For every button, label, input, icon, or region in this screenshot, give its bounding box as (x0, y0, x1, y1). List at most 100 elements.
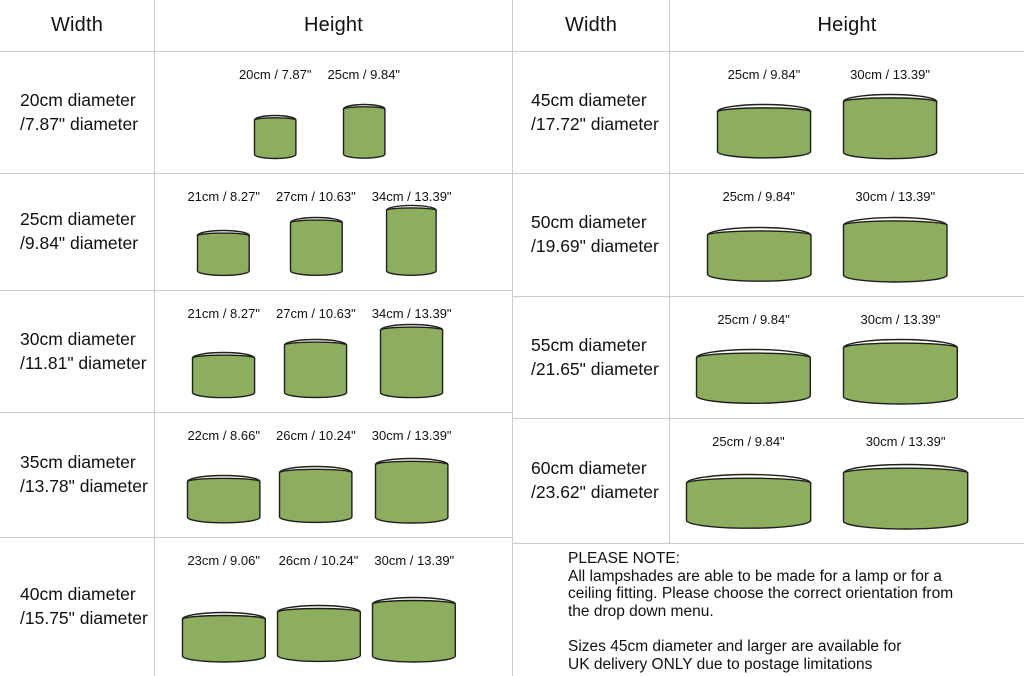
lampshade-cylinder (842, 93, 938, 159)
height-cell: 25cm / 9.84" 30cm / 13.39" (670, 52, 1024, 173)
shade-height-label: 21cm / 8.27" (187, 189, 260, 204)
height-cell: 22cm / 8.66"26cm / 10.24"30cm / 13.39" (155, 413, 512, 537)
table-header: Width Height (513, 0, 1024, 52)
size-table-right: Width Height 45cm diameter/17.72" diamet… (513, 0, 1024, 676)
lampshade-cylinder (374, 457, 449, 524)
width-label-cell: 30cm diameter/11.81" diameter (0, 291, 155, 412)
width-label-line: 30cm diameter (20, 328, 136, 349)
lampshade-item: 27cm / 10.63" (272, 189, 360, 277)
size-row: 60cm diameter/23.62" diameter 25cm / 9.84… (513, 419, 1024, 544)
shade-height-label: 26cm / 10.24" (278, 553, 359, 568)
lampshade-item: 30cm / 13.39" (842, 434, 969, 530)
lampshade-cylinder (289, 216, 343, 276)
width-label-line: /21.65" diameter (531, 358, 659, 379)
note-line: the drop down menu. (568, 602, 714, 620)
width-label-line: 50cm diameter (531, 212, 647, 233)
size-rows: 20cm diameter/7.87" diameter 20cm / 7.87"… (0, 52, 512, 676)
shade-height-label: 25cm / 9.84" (722, 189, 796, 204)
lampshade-cylinder (276, 604, 361, 663)
lampshade-cylinder (197, 229, 251, 276)
width-label-line: 60cm diameter (531, 458, 647, 479)
note-line: UK delivery ONLY due to postage limitati… (568, 655, 873, 673)
lampshade-item: 25cm / 9.84" (695, 312, 812, 405)
lampshade-cylinder (706, 227, 812, 283)
lampshade-item: 26cm / 10.24" (272, 428, 360, 524)
lampshade-cylinder (716, 104, 812, 159)
width-label-line: /11.81" diameter (20, 352, 147, 373)
lampshade-cylinder (842, 216, 948, 283)
width-label-cell: 25cm diameter/9.84" diameter (0, 174, 155, 290)
width-label-line: 40cm diameter (20, 584, 136, 605)
lampshade-item: 30cm / 13.39" (842, 189, 949, 283)
size-row: 45cm diameter/17.72" diameter 25cm / 9.84… (513, 52, 1024, 174)
width-column-header: Width (513, 0, 670, 51)
height-cell: 23cm / 9.06" 26cm / 10.24" 30cm / 13.39" (155, 538, 512, 676)
lampshade-item: 30cm / 13.39" (842, 312, 959, 405)
lampshade-cylinder (181, 611, 266, 663)
lampshade-item: 23cm / 9.06" (181, 553, 267, 663)
lampshade-item: 30cm / 13.39" (370, 553, 458, 663)
width-label-cell: 35cm diameter/13.78" diameter (0, 413, 155, 537)
lampshade-item: 25cm / 9.84" (324, 67, 405, 160)
lampshade-item: 25cm / 9.84" (716, 67, 812, 160)
height-column-header: Height (817, 14, 877, 36)
shade-height-label: 25cm / 9.84" (717, 312, 790, 327)
shade-height-label: 26cm / 10.24" (275, 428, 356, 443)
note-line: Sizes 45cm diameter and larger are avail… (568, 638, 902, 656)
size-table-left: Width Height 20cm diameter/7.87" diamete… (0, 0, 513, 676)
size-row: 55cm diameter/21.65" diameter 25cm / 9.84… (513, 297, 1024, 419)
shade-height-label: 30cm / 13.39" (865, 434, 946, 449)
lampshade-item: 20cm / 7.87" (235, 67, 316, 160)
size-rows: 45cm diameter/17.72" diameter 25cm / 9.84… (513, 52, 1024, 544)
note-lines: All lampshades are able to be made for a… (568, 568, 994, 674)
height-column-header: Height (303, 14, 363, 36)
width-label-line: /23.62" diameter (531, 482, 659, 502)
note-title: PLEASE NOTE: (568, 550, 680, 567)
lampshade-cylinder (842, 463, 969, 530)
lampshade-cylinder (186, 474, 261, 524)
lampshade-cylinder (696, 349, 812, 405)
shade-height-label: 30cm / 13.39" (860, 312, 941, 327)
lampshade-cylinder (842, 338, 958, 405)
lampshade-cylinder (372, 596, 457, 663)
shade-height-label: 27cm / 10.63" (275, 189, 356, 204)
width-label-line: 25cm diameter (20, 209, 136, 230)
height-cell: 21cm / 8.27"27cm / 10.63"34cm / 13.39" (155, 291, 512, 412)
size-row: 20cm diameter/7.87" diameter 20cm / 7.87"… (0, 52, 512, 174)
width-label-line: 35cm diameter (20, 452, 136, 473)
width-label-line: 45cm diameter (531, 89, 647, 110)
note-line: All lampshades are able to be made for a… (568, 567, 942, 585)
shade-height-label: 25cm / 9.84" (327, 67, 401, 82)
lampshade-item: 34cm / 13.39" (368, 189, 456, 277)
width-label-line: /7.87" diameter (20, 113, 139, 134)
width-label-cell: 20cm diameter/7.87" diameter (0, 52, 155, 173)
height-cell: 21cm / 8.27" 27cm / 10.63" 34cm / 13.39" (155, 174, 512, 290)
width-label-line: /17.72" diameter (531, 113, 659, 134)
lampshade-item: 27cm / 10.63" (272, 306, 360, 399)
shade-height-label: 23cm / 9.06" (187, 553, 260, 568)
lampshade-item: 30cm / 13.39" (842, 67, 938, 160)
height-cell: 25cm / 9.84" 30cm / 13.39" (670, 174, 1024, 296)
width-label-line: /13.78" diameter (20, 476, 148, 496)
note-line: ceiling fitting. Please choose the corre… (568, 585, 954, 603)
lampshade-item: 22cm / 8.66" (183, 428, 264, 524)
shade-height-label: 25cm / 9.84" (727, 67, 801, 82)
shade-height-label: 20cm / 7.87" (238, 67, 312, 82)
table-header: Width Height (0, 0, 512, 52)
height-cell: 25cm / 9.84" 30cm / 13.39" (670, 297, 1024, 418)
lampshade-cylinder (342, 104, 386, 160)
shade-height-label: 34cm / 13.39" (371, 189, 452, 204)
lampshade-cylinder (685, 474, 812, 530)
shade-height-label: 30cm / 13.39" (850, 67, 930, 82)
width-label-line: 55cm diameter (531, 334, 647, 355)
lampshade-item: 34cm / 13.39" (368, 306, 456, 399)
size-row: 35cm diameter/13.78" diameter 22cm / 8.66… (0, 413, 512, 538)
width-label-line: /9.84" diameter (20, 233, 139, 253)
lampshade-item: 25cm / 9.84" (685, 434, 812, 530)
shade-height-label: 30cm / 13.39" (374, 553, 455, 568)
